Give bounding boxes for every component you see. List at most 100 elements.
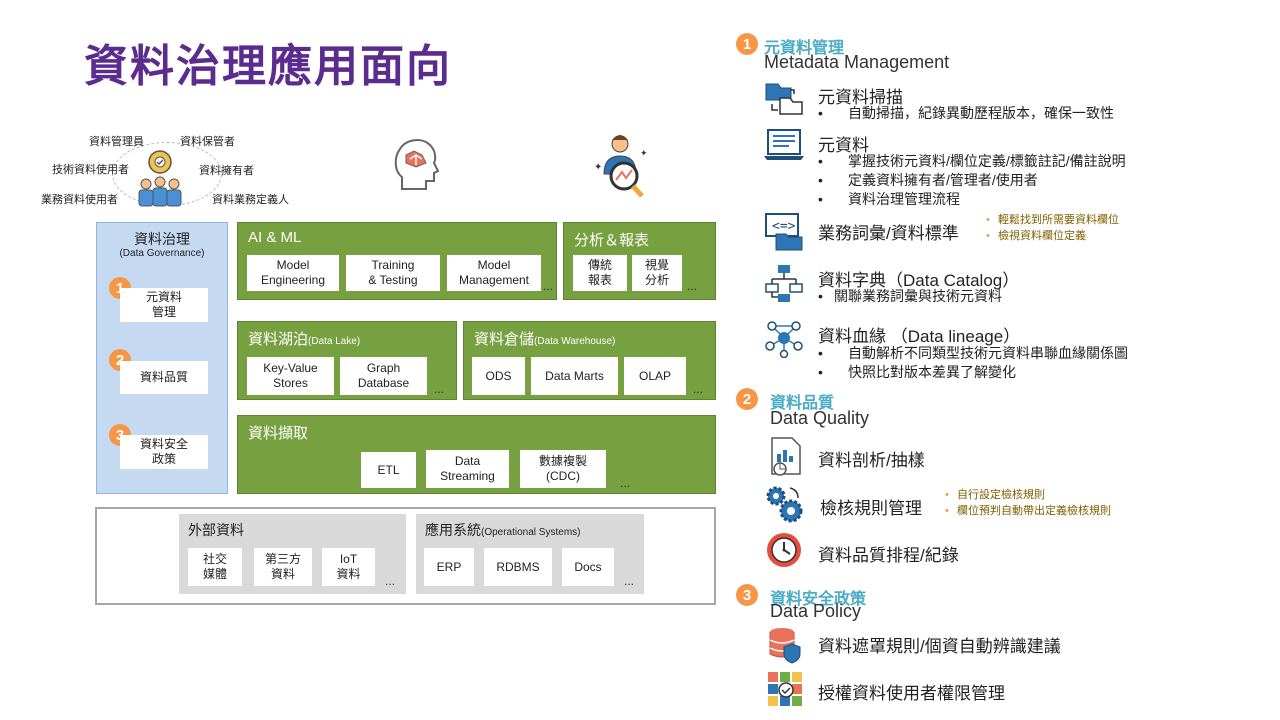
- panel-title: 外部資料: [188, 522, 244, 538]
- item-title: 資料遮罩規則/個資自動辨識建議: [818, 637, 1061, 656]
- page-title: 資料治理應用面向: [84, 42, 452, 91]
- role-label: 技術資料使用者: [52, 164, 129, 176]
- network-icon: [765, 321, 803, 358]
- role-label: 業務資料使用者: [41, 194, 118, 206]
- governance-item: 資料品質: [120, 361, 208, 394]
- item-title: 資料剖析/抽樣: [818, 451, 925, 470]
- roles-ring: [112, 142, 222, 206]
- folder-code-icon: <=>: [765, 213, 803, 251]
- section-subtitle: Data Quality: [770, 408, 870, 428]
- panel-title: 資料倉儲(Data Warehouse): [474, 331, 616, 348]
- item-title: 資料血緣 （Data lineage）: [818, 327, 1021, 346]
- more-dots: ...: [687, 279, 698, 293]
- analysis-panel: 分析＆報表 傳統 報表 視覺 分析 ...: [563, 222, 716, 300]
- item-note: •輕鬆找到所需要資料欄位: [986, 214, 1119, 226]
- ai-head-icon: [394, 139, 440, 190]
- governance-item: 資料安全 政策: [120, 435, 208, 469]
- item-bullet: •關聯業務詞彙與技術元資料: [818, 288, 1002, 304]
- item-bullet: •定義資料擁有者/管理者/使用者: [818, 172, 1038, 188]
- panel-title: 資料擷取: [248, 425, 309, 442]
- operational-systems-panel: 應用系統(Operational Systems) ERP RDBMS Docs…: [416, 514, 644, 594]
- item-note: •欄位預判自動帶出定義檢核規則: [945, 505, 1111, 517]
- svg-text:<=>: <=>: [772, 219, 796, 234]
- section-subtitle: Data Policy: [770, 601, 862, 621]
- item-note: •自行設定檢核規則: [945, 489, 1045, 501]
- role-label: 資料業務定義人: [212, 194, 289, 206]
- more-dots: ...: [543, 279, 554, 293]
- ingest-box: 數據複製 (CDC): [520, 450, 606, 488]
- section-title: 資料安全政策: [770, 591, 867, 608]
- section-badge: 3: [736, 584, 758, 606]
- role-label: 資料管理員: [89, 136, 144, 148]
- analyst-magnifier-icon: ✦✦: [594, 135, 648, 198]
- governance-subtitle: (Data Governance): [119, 248, 205, 259]
- external-box: 第三方 資料: [254, 548, 312, 586]
- section-title: 元資料管理: [764, 40, 845, 57]
- panel-title: 分析＆報表: [574, 232, 650, 249]
- gears-icon: [766, 486, 803, 523]
- data-lake-box: Graph Database: [340, 357, 427, 395]
- user-permission-icon: [768, 672, 802, 706]
- warehouse-box: ODS: [472, 357, 525, 395]
- item-bullet: •資料治理管理流程: [818, 191, 960, 207]
- ai-ml-box: Training & Testing: [346, 255, 440, 291]
- item-title: 資料品質排程/紀錄: [818, 546, 959, 565]
- external-box: 社交 媒體: [188, 548, 242, 586]
- item-bullet: •掌握技術元資料/欄位定義/標籤註記/備註說明: [818, 153, 1126, 169]
- item-title: 檢核規則管理: [820, 499, 922, 518]
- analysis-box: 視覺 分析: [632, 255, 682, 291]
- opsys-box: ERP: [424, 548, 474, 586]
- opsys-box: Docs: [562, 548, 614, 586]
- data-lake-panel: 資料湖泊(Data Lake) Key-Value Stores Graph D…: [237, 321, 457, 400]
- item-title: 業務詞彙/資料標準: [818, 224, 959, 243]
- warehouse-box: Data Marts: [531, 357, 618, 395]
- item-bullet: •快照比對版本差異了解變化: [818, 364, 1016, 380]
- more-dots: ...: [620, 476, 631, 490]
- folder-sync-icon: [765, 83, 803, 115]
- governance-title: 資料治理: [134, 231, 190, 247]
- ingest-panel: 資料擷取 ETL Data Streaming 數據複製 (CDC) ...: [237, 415, 716, 494]
- item-title: 資料字典（Data Catalog）: [818, 271, 1020, 290]
- svg-text:✦: ✦: [640, 148, 648, 158]
- laptop-document-icon: [764, 129, 804, 160]
- ingest-box: Data Streaming: [426, 450, 509, 488]
- ai-ml-panel: AI & ML Model Engineering Training & Tes…: [237, 222, 557, 300]
- role-label: 資料擁有者: [199, 165, 254, 177]
- section-title: 資料品質: [770, 395, 835, 412]
- more-dots: ...: [385, 574, 396, 588]
- item-bullet: •自動解析不同類型技術元資料串聯血緣關係圖: [818, 345, 1128, 361]
- ingest-box: ETL: [361, 452, 416, 488]
- data-lake-box: Key-Value Stores: [247, 357, 334, 395]
- warehouse-panel: 資料倉儲(Data Warehouse) ODS Data Marts OLAP…: [463, 321, 716, 400]
- database-shield-icon: [769, 628, 801, 664]
- more-dots: ...: [434, 382, 445, 396]
- svg-text:✦: ✦: [594, 162, 602, 173]
- opsys-box: RDBMS: [484, 548, 552, 586]
- people-gear-icon: [138, 150, 182, 207]
- warehouse-box: OLAP: [624, 357, 686, 395]
- governance-item: 元資料 管理: [120, 288, 208, 322]
- panel-title: AI & ML: [248, 229, 302, 246]
- item-bullet: •自動掃描，紀錄異動歷程版本，確保一致性: [818, 105, 1114, 121]
- item-title: 授權資料使用者權限管理: [818, 684, 1005, 703]
- more-dots: ...: [624, 574, 635, 588]
- panel-title: 應用系統(Operational Systems): [425, 522, 581, 538]
- panel-title: 資料湖泊(Data Lake): [248, 331, 361, 348]
- item-title: 元資料: [818, 136, 869, 155]
- report-icon: [771, 437, 801, 476]
- item-title: 元資料掃描: [818, 88, 903, 107]
- external-data-panel: 外部資料 社交 媒體 第三方 資料 IoT 資料 ...: [179, 514, 406, 594]
- hierarchy-icon: [765, 265, 803, 302]
- ai-ml-box: Model Engineering: [247, 255, 339, 291]
- more-dots: ...: [693, 382, 704, 396]
- ai-ml-box: Model Management: [447, 255, 541, 291]
- analysis-box: 傳統 報表: [573, 255, 627, 291]
- role-label: 資料保管者: [180, 136, 235, 148]
- item-note: •檢視資料欄位定義: [986, 230, 1086, 242]
- section-subtitle: Metadata Management: [764, 52, 950, 72]
- governance-panel: 資料治理 (Data Governance) 1 元資料 管理 2 資料品質 3…: [96, 222, 228, 494]
- section-badge: 2: [736, 388, 758, 410]
- clock-icon: [767, 533, 801, 567]
- external-box: IoT 資料: [322, 548, 375, 586]
- section-badge: 1: [736, 33, 758, 55]
